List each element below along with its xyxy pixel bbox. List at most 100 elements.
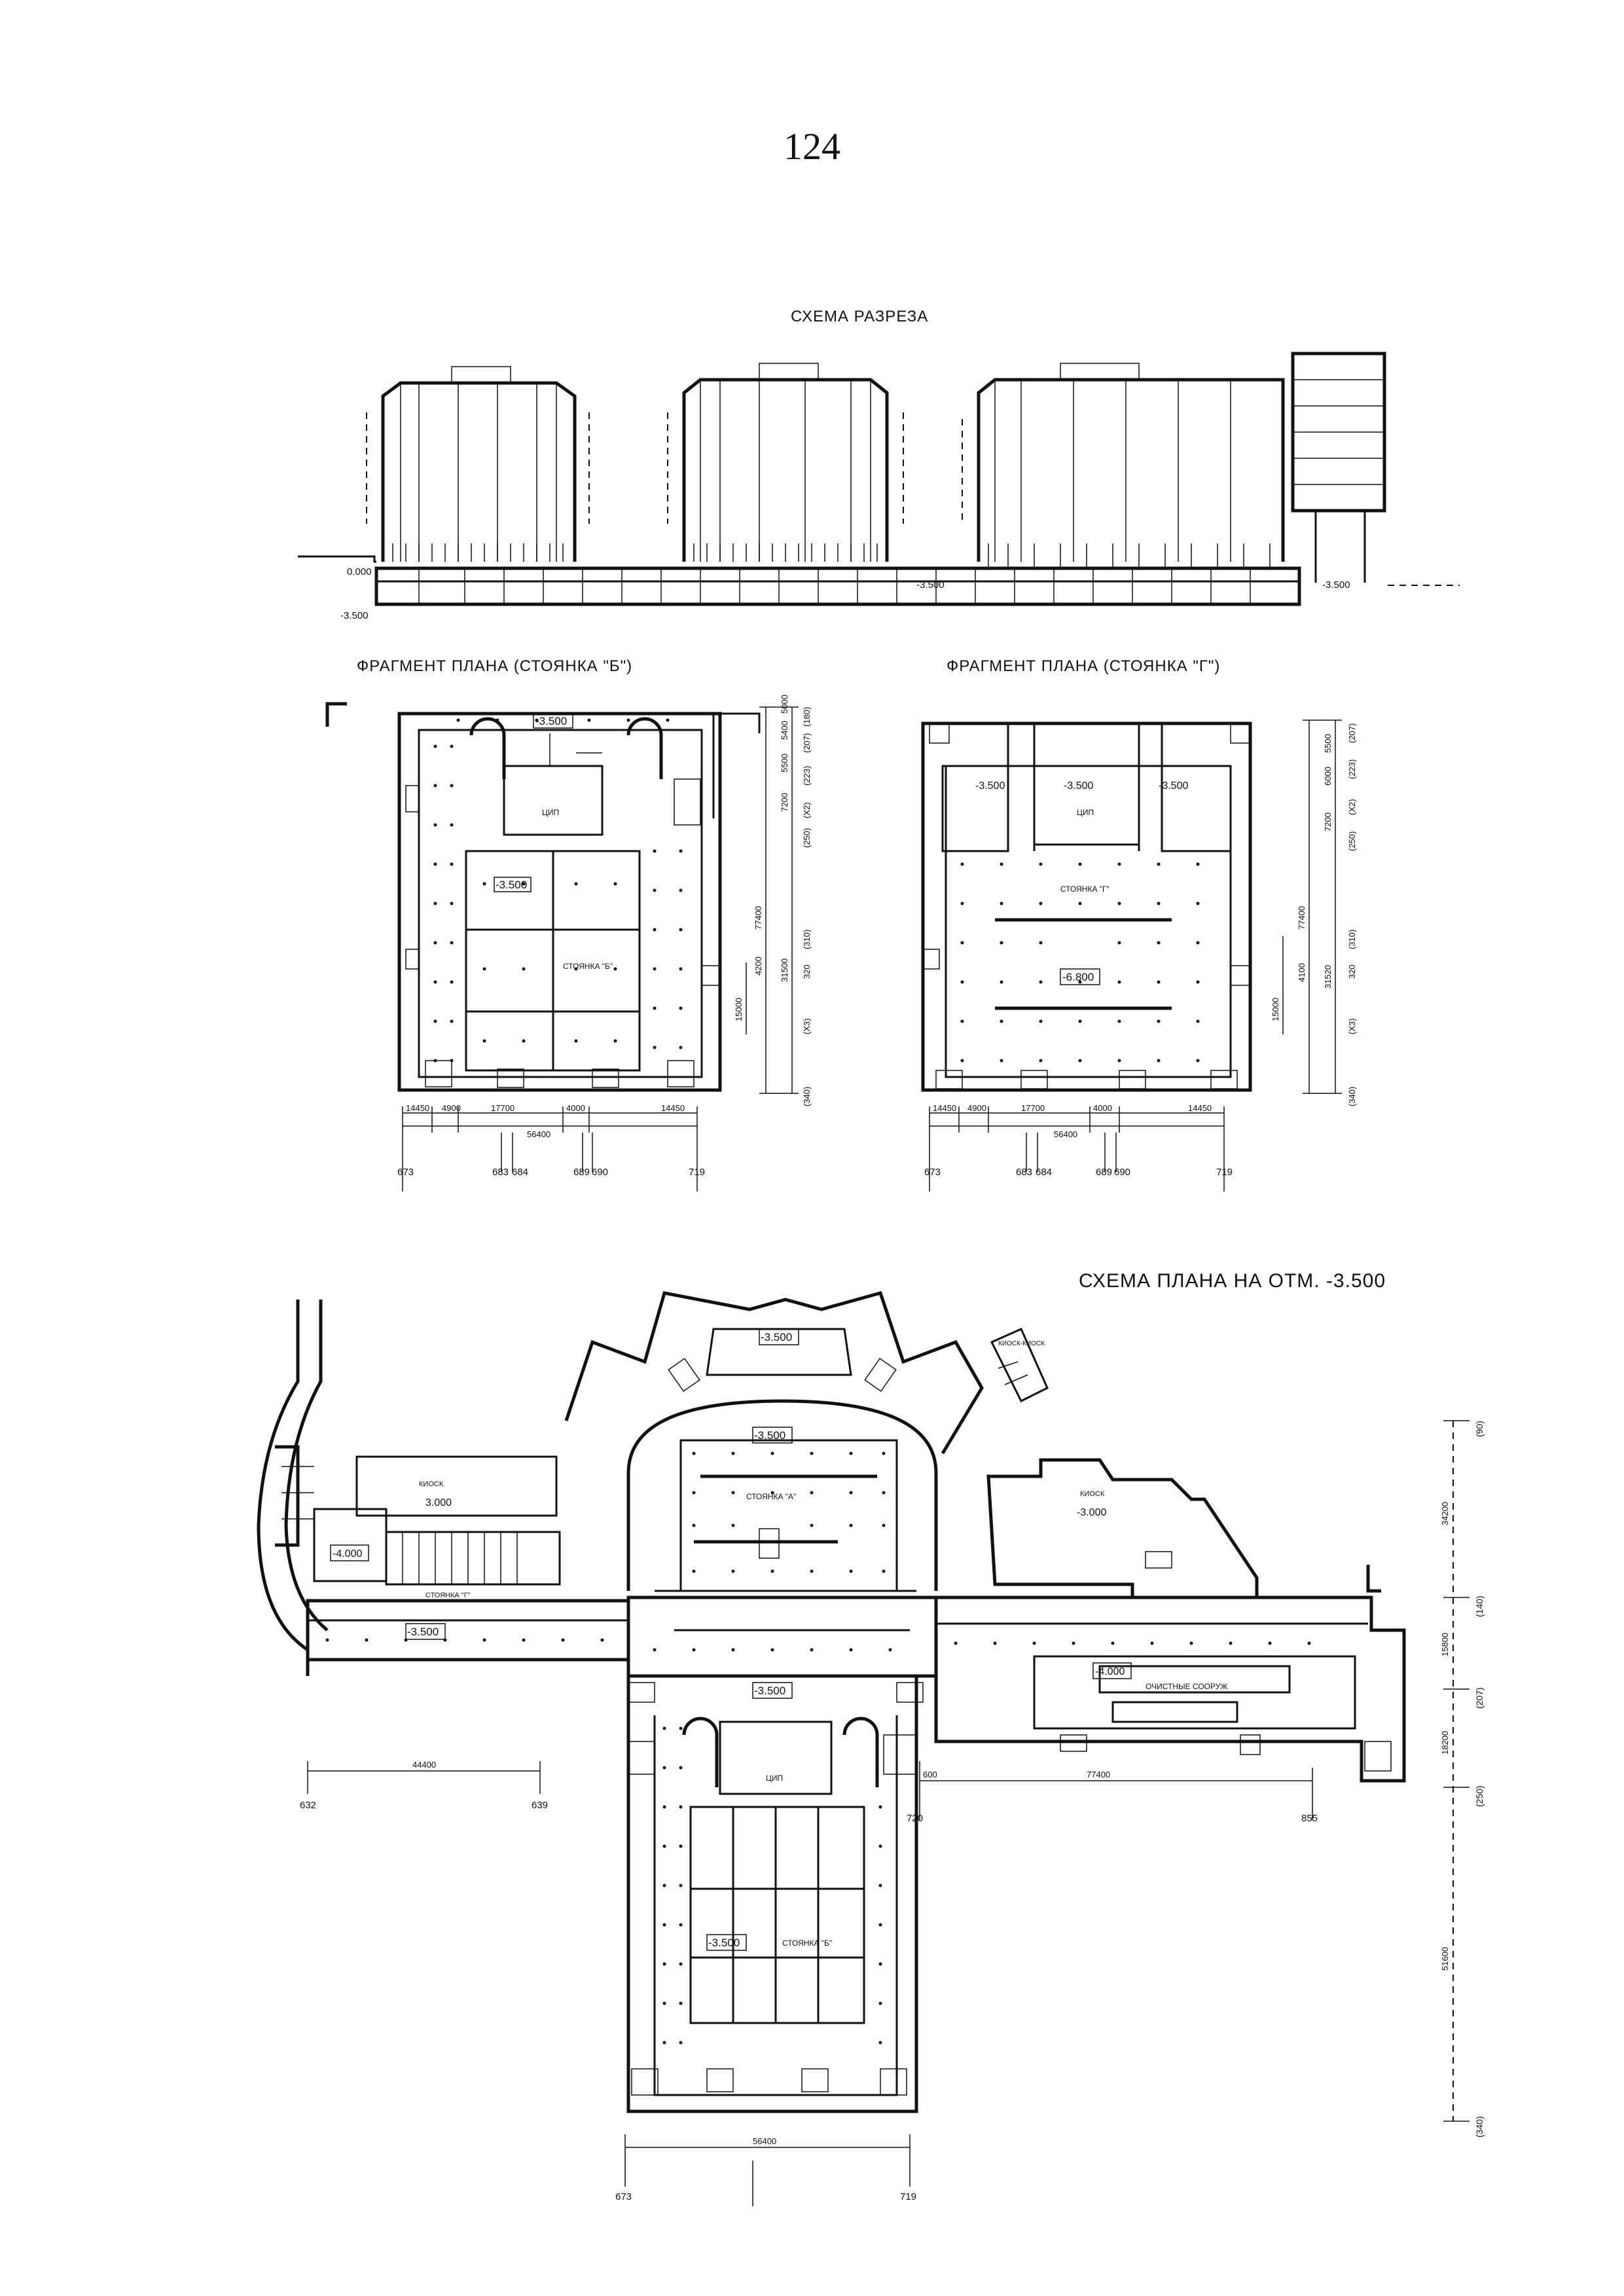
axis-marker: 690 — [592, 1167, 608, 1178]
dimension: 7200 — [1323, 812, 1333, 831]
axis-marker: 689 — [1096, 1167, 1112, 1178]
axis-marker: 683 — [1016, 1167, 1032, 1178]
room-label: ОЧИСТНЫЕ СООРУЖ — [1146, 1682, 1227, 1691]
axis-marker: (340) — [1474, 2116, 1485, 2138]
dimension: 17700 — [1021, 1103, 1045, 1113]
dimension: 5000 — [780, 695, 789, 714]
level-label: -4.000 — [333, 1548, 362, 1559]
level-label: -3.500 — [754, 1685, 785, 1697]
level-label: -3.500 — [340, 610, 369, 621]
main-plan-title: СХЕМА ПЛАНА НА ОТМ. -3.500 — [1079, 1270, 1386, 1292]
axis-marker: 639 — [532, 1800, 548, 1811]
dimension: 5400 — [780, 721, 789, 740]
plan-b-title: ФРАГМЕНТ ПЛАНА (СТОЯНКА "Б") — [357, 657, 633, 675]
axis-marker: 684 — [1036, 1167, 1052, 1178]
axis-marker: (207) — [1474, 1687, 1485, 1709]
axis-marker: 684 — [512, 1167, 528, 1178]
dimension: 34200 — [1440, 1502, 1450, 1525]
axis-marker: (250) — [1474, 1785, 1485, 1807]
dimension: 31500 — [780, 958, 789, 982]
axis-marker: 719 — [900, 2191, 916, 2202]
main-plan-drawing: -3.500 -3.500 СТОЯНКА "А" КИОСК 3.000 -4… — [257, 1290, 1485, 2206]
dimension: 51600 — [1440, 1947, 1450, 1971]
room-label: ЦИП — [542, 808, 559, 817]
axis-marker: 673 — [615, 2191, 632, 2202]
dimension-total: 56400 — [1054, 1129, 1077, 1139]
dimension: 4900 — [967, 1103, 986, 1113]
axis-marker: (223) — [1347, 759, 1357, 779]
column-grid — [433, 718, 683, 1063]
plan-b-drawing: -3.500 ЦИП -3.500 СТОЯНКА "Б" 14450 4900… — [325, 695, 812, 1192]
axis-marker: 690 — [1114, 1167, 1130, 1178]
dimension: 4900 — [442, 1103, 461, 1113]
dimension: 4100 — [1297, 963, 1307, 982]
axis-marker: (223) — [802, 766, 812, 786]
axis-marker: 320 — [1347, 964, 1357, 979]
kiosk-label: КИОСК-КИОСК — [998, 1340, 1045, 1347]
room-label: ЦИП — [1077, 808, 1094, 817]
level-label: 0.000 — [347, 566, 372, 577]
dimension: 56400 — [753, 2136, 776, 2146]
dimension: 4000 — [566, 1103, 585, 1113]
level-label: -3.500 — [916, 579, 945, 591]
dimension: 77400 — [753, 906, 763, 930]
dimension: 4000 — [1093, 1103, 1112, 1113]
level-label: -3.500 — [1322, 579, 1350, 591]
axis-marker: (180) — [802, 707, 812, 727]
axis-marker: 855 — [1301, 1813, 1318, 1824]
dimension: 77400 — [1087, 1770, 1110, 1779]
parking-label: СТОЯНКА "Б" — [563, 962, 613, 971]
level-label: -3.500 — [761, 1331, 792, 1343]
level-label: -3.500 — [535, 715, 567, 727]
dimension: 5500 — [1323, 734, 1333, 753]
axis-marker: (140) — [1474, 1595, 1485, 1617]
plan-g-title: ФРАГМЕНТ ПЛАНА (СТОЯНКА "Г") — [947, 657, 1221, 675]
dimension: 14450 — [1188, 1103, 1212, 1113]
axis-marker: 632 — [300, 1800, 316, 1811]
axis-marker: (X2) — [802, 802, 812, 818]
parking-label: СТОЯНКА "А" — [746, 1492, 796, 1501]
dimension: 31520 — [1323, 965, 1333, 989]
axis-marker: (250) — [1347, 831, 1357, 851]
dimension: 7200 — [780, 793, 789, 812]
axis-marker: 673 — [397, 1167, 414, 1178]
dimension: 18200 — [1440, 1731, 1450, 1755]
dimension-total: 56400 — [527, 1129, 550, 1139]
kiosk-label: КИОСК — [419, 1480, 444, 1488]
axis-marker: (X2) — [1347, 799, 1357, 815]
level-label: -4.000 — [1095, 1666, 1125, 1677]
dimension: 600 — [923, 1770, 937, 1779]
dimension: 77400 — [1297, 906, 1307, 930]
parking-label: СТОЯНКА "Б" — [782, 1939, 832, 1948]
axis-marker: (X3) — [802, 1018, 812, 1034]
axis-marker: (310) — [1347, 930, 1357, 949]
axis-marker: (250) — [802, 828, 812, 848]
page-number: 124 — [784, 125, 840, 168]
dimension: 14450 — [933, 1103, 956, 1113]
level-label: -3.000 — [1077, 1507, 1106, 1518]
dimension: 17700 — [491, 1103, 514, 1113]
dimension: 14450 — [406, 1103, 429, 1113]
dimension: 5500 — [780, 754, 789, 773]
axis-marker: 719 — [689, 1167, 705, 1178]
axis-marker: (207) — [802, 733, 812, 753]
axis-marker: 720 — [907, 1813, 923, 1824]
axis-marker: (310) — [802, 930, 812, 949]
level-label: -3.500 — [754, 1429, 785, 1442]
section-title: СХЕМА РАЗРЕЗА — [791, 308, 929, 325]
axis-marker: (207) — [1347, 723, 1357, 743]
axis-marker: (X3) — [1347, 1018, 1357, 1034]
dimension: 15000 — [734, 998, 744, 1021]
level-label: -3.500 — [496, 879, 527, 891]
axis-marker: (340) — [1347, 1087, 1357, 1106]
axis-marker: 320 — [802, 964, 812, 979]
column-grid — [960, 862, 1200, 1063]
axis-marker: 683 — [492, 1167, 509, 1178]
level-label: -3.500 — [975, 780, 1005, 792]
parking-label: СТОЯНКА "Г" — [1060, 884, 1110, 894]
level-label: -3.500 — [1159, 780, 1188, 792]
level-label: -3.500 — [1064, 780, 1093, 792]
level-label: -3.500 — [407, 1626, 439, 1638]
room-label: ЦИП — [766, 1774, 783, 1783]
